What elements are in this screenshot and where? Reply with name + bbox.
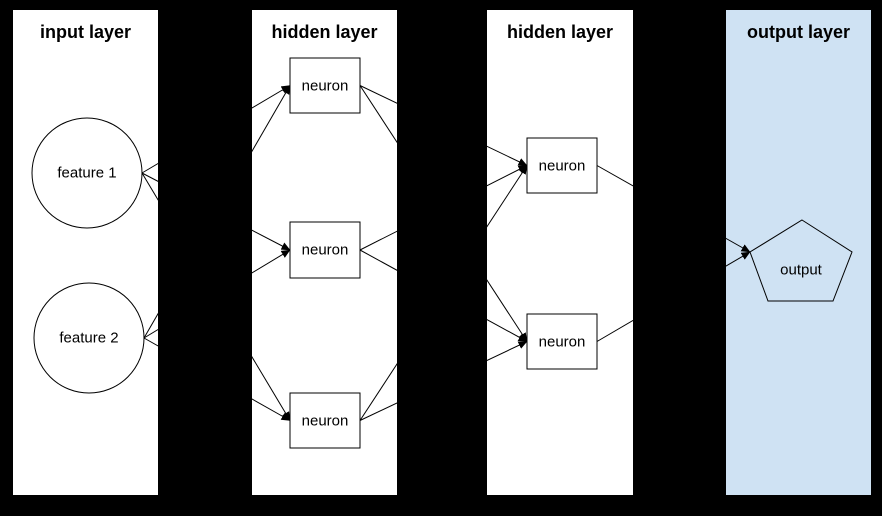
node-label-out: output [780, 261, 822, 279]
node-label-h1n3: neuron [301, 412, 349, 429]
edge-h1n3-to-h2n1 [359, 165, 528, 421]
edge-feature2-to-h1n1 [143, 85, 291, 339]
edge-h2n1-to-out [596, 165, 751, 253]
node-label-h1n1: neuron [301, 77, 349, 94]
panel-title-hidden1: hidden layer [271, 22, 378, 42]
node-label-feature1: feature 1 [57, 164, 117, 182]
node-label-feature2: feature 2 [59, 329, 119, 347]
edge-h1n2-to-h2n1 [359, 165, 528, 251]
node-shape-feature2 [33, 282, 145, 394]
node-shape-h1n2 [289, 221, 361, 279]
edge-feature1-to-h1n3 [141, 172, 291, 421]
node-shape-feature1 [31, 117, 143, 229]
edge-feature2-to-h1n3 [143, 337, 291, 421]
panel-title-output: output layer [746, 22, 850, 42]
edge-h1n1-to-h2n1 [359, 85, 528, 166]
edge-feature1-to-h1n2 [141, 172, 291, 251]
edge-feature1-to-h1n1 [141, 85, 291, 174]
panel-title-input: input layer [39, 22, 132, 42]
node-label-h2n2: neuron [538, 333, 586, 350]
node-shape-h1n1 [289, 57, 361, 114]
edge-h1n1-to-h2n2 [359, 85, 528, 342]
panel-title-hidden2: hidden layer [506, 22, 614, 42]
node-shape-h2n2 [526, 313, 598, 370]
panel-hidden2-layer: hidden layer [487, 10, 633, 495]
edge-h1n2-to-h2n2 [359, 249, 528, 342]
node-shape-out [749, 219, 853, 302]
edge-feature2-to-h1n2 [143, 249, 291, 339]
panel-input-layer: input layer [13, 10, 158, 495]
node-label-h2n1: neuron [538, 157, 586, 174]
node-shape-h1n3 [289, 392, 361, 449]
node-label-h1n2: neuron [301, 241, 349, 259]
node-shape-h2n1 [526, 137, 598, 194]
edge-h2n2-to-out [596, 251, 751, 342]
edge-h1n3-to-h2n2 [359, 341, 528, 421]
